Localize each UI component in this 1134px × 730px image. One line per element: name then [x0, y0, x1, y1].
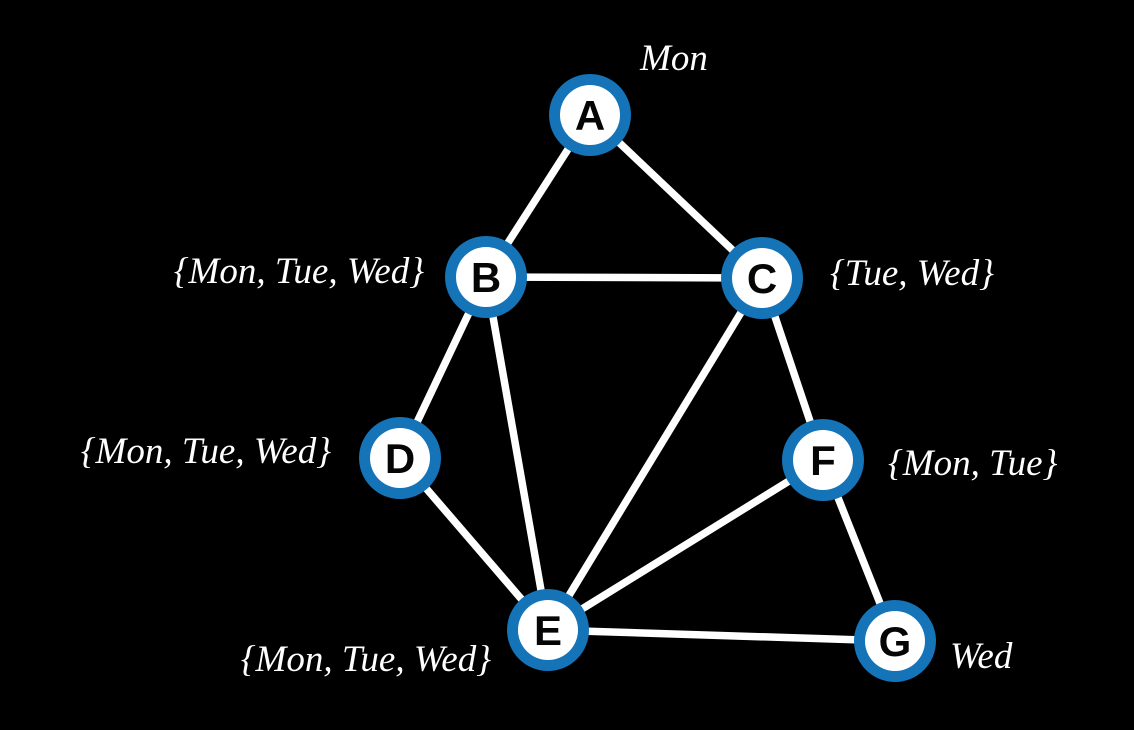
edge-E-F: [544, 456, 827, 634]
node-E: E: [507, 589, 589, 671]
edge-E-G: [544, 626, 899, 645]
node-G-domain-label: Wed: [950, 636, 1013, 677]
node-B-domain-label: {Mon, Tue, Wed}: [174, 251, 424, 292]
edge-B-E: [482, 273, 552, 634]
node-C: C: [721, 237, 803, 319]
node-G: G: [854, 600, 936, 682]
node-F-domain-label: {Mon, Tue}: [888, 443, 1058, 484]
node-E-core: [518, 600, 578, 660]
node-F-core: [793, 430, 853, 490]
node-C-core: [732, 248, 792, 308]
node-E-domain-label: {Mon, Tue, Wed}: [241, 639, 491, 680]
node-G-letter: G: [879, 618, 912, 665]
node-A-core: [560, 85, 620, 145]
node-B-letter: B: [471, 254, 501, 301]
node-B: B: [445, 236, 527, 318]
node-B-core: [456, 247, 516, 307]
node-E-letter: E: [534, 607, 562, 654]
node-D: D: [359, 417, 441, 499]
node-F-letter: F: [810, 437, 836, 484]
edge-B-C: [482, 273, 766, 282]
nodes-layer: A B C D E F G: [359, 74, 936, 682]
labels-layer: Mon {Mon, Tue, Wed} {Tue, Wed} {Mon, Tue, W…: [81, 38, 1058, 680]
node-D-letter: D: [385, 435, 415, 482]
node-C-domain-label: {Tue, Wed}: [830, 253, 994, 294]
node-D-domain-label: {Mon, Tue, Wed}: [81, 431, 331, 472]
edges-layer: [396, 111, 899, 645]
node-F: F: [782, 419, 864, 501]
node-C-letter: C: [747, 255, 777, 302]
node-G-core: [865, 611, 925, 671]
node-A: A: [549, 74, 631, 156]
edge-C-E: [544, 274, 766, 634]
node-A-letter: A: [575, 92, 605, 139]
node-A-domain-label: Mon: [639, 38, 708, 79]
node-D-core: [370, 428, 430, 488]
